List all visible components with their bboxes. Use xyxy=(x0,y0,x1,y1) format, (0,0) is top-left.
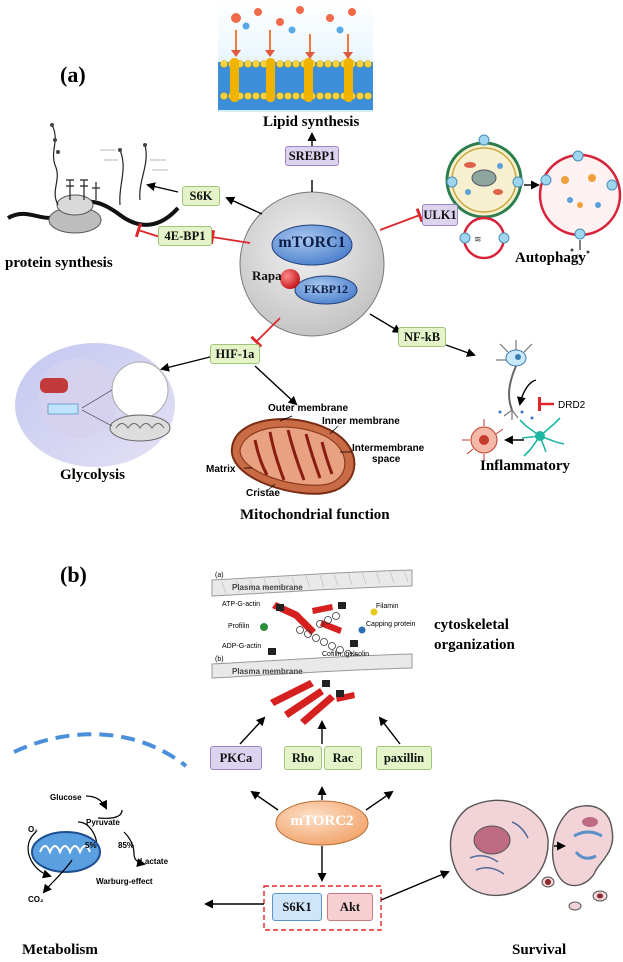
akt-node: Akt xyxy=(327,893,373,921)
s6k-node: S6K xyxy=(182,186,220,206)
inflammatory-neurons-illustration xyxy=(462,340,565,461)
nfkb-to-inflammatory-arrow xyxy=(445,344,476,357)
protein-synthesis-caption: protein synthesis xyxy=(5,255,113,271)
paxillin-node: paxillin xyxy=(376,746,432,770)
intermembrane-space-label: space xyxy=(372,454,401,465)
panel-a-label: (a) xyxy=(60,62,86,87)
warburg-effect-label: Warburg-effect xyxy=(96,877,153,886)
pct85-label: 85% xyxy=(118,841,134,850)
pkca-node: PKCa xyxy=(210,746,262,770)
pct5-label: 5% xyxy=(85,841,97,850)
4ebp1-node: 4E-BP1 xyxy=(158,226,212,246)
autophagy-illustration: ≋ xyxy=(445,134,622,260)
hub-inhibits-4ebp1 xyxy=(209,229,251,245)
profilin-label: Profilin xyxy=(228,623,250,630)
cristae-label: Cristae xyxy=(246,488,280,499)
mitochondrial-function-caption: Mitochondrial function xyxy=(240,507,390,523)
metabolism-caption: Metabolism xyxy=(22,942,98,958)
lactate-label: Lactate xyxy=(140,857,169,866)
4ebp1-inhibits-protein xyxy=(134,223,161,238)
srebp1-node: SREBP1 xyxy=(285,146,339,166)
warburg-illustration xyxy=(13,732,188,894)
cofilin-gelsolin-label: Cofilin, gelsolin xyxy=(322,651,369,658)
plasma-membrane-label-a: Plasma membrane xyxy=(232,583,303,592)
glycolysis-cell-illustration xyxy=(15,343,175,467)
adp-g-actin-label: ADP-G-actin xyxy=(222,643,261,650)
panel-b-connectors xyxy=(204,716,450,909)
cyto-subpanel-b-label: (b) xyxy=(215,656,224,663)
hub-to-s6k-arrow xyxy=(225,196,263,215)
lipid-membrane-illustration xyxy=(218,2,373,112)
mtorc2-to-paxillin-arrow xyxy=(365,790,394,811)
pyruvate-label: Pyruvate xyxy=(86,818,120,827)
mtorc1-ellipse xyxy=(271,224,353,266)
ribosome-illustration xyxy=(6,123,180,234)
plasma-membrane-label-b: Plasma membrane xyxy=(232,667,303,676)
ulk1-node: ULK1 xyxy=(422,204,458,226)
inflammatory-caption: Inflammatory xyxy=(480,458,570,474)
rho-node: Rho xyxy=(284,746,322,770)
cytoskeleton-illustration xyxy=(211,569,413,725)
mtorc1-label: mTORC1 xyxy=(278,234,346,251)
hif1a-node: HIF-1a xyxy=(210,344,260,364)
inner-membrane-label: Inner membrane xyxy=(322,416,400,427)
filamin-label: Filamin xyxy=(376,603,399,610)
fkbp12-label: FKBP12 xyxy=(304,282,348,296)
glucose-label: Glucose xyxy=(50,793,82,802)
panel-b-label: (b) xyxy=(60,562,87,587)
s6k1-akt-container xyxy=(263,885,382,931)
mtorc2-to-pkca-arrow xyxy=(250,790,279,811)
svg-text:≋: ≋ xyxy=(474,234,482,244)
o2-label: O₂ xyxy=(28,825,38,834)
fkbp12-ellipse xyxy=(294,275,358,305)
cytoskeletal-caption-line2: organization xyxy=(434,637,515,653)
outer-membrane-label: Outer membrane xyxy=(268,403,348,414)
nfkb-node: NF-kB xyxy=(398,327,446,347)
paxillin-to-cyto-arrow xyxy=(378,716,401,745)
drd2-label: DRD2 xyxy=(558,400,586,411)
cytoskeletal-caption-line1: cytoskeletal xyxy=(434,617,509,633)
hif1a-to-mito-arrow xyxy=(254,365,298,406)
mtorc2-label: mTORC2 xyxy=(290,813,354,829)
survival-caption: Survival xyxy=(512,942,567,958)
capping-protein-label: Capping protein xyxy=(366,621,416,628)
lipid-synthesis-caption: Lipid synthesis xyxy=(263,114,360,130)
hub-inhibits-ulk1 xyxy=(379,208,424,231)
rapa-ball xyxy=(280,269,300,289)
s6k1-node: S6K1 xyxy=(272,893,322,921)
hub-inhibits-hif1a xyxy=(250,317,281,348)
co2-label: CO₂ xyxy=(28,895,44,904)
rapa-label: Rapa xyxy=(252,268,282,283)
autophagy-caption: Autophagy xyxy=(515,250,586,266)
glycolysis-caption: Glycolysis xyxy=(60,467,126,483)
intermembrane-label: Intermembrane xyxy=(352,443,425,454)
atp-g-actin-label: ATP-G-actin xyxy=(222,601,260,608)
pkca-to-cyto-arrow xyxy=(239,716,266,745)
cyto-subpanel-a-label: (a) xyxy=(215,572,224,579)
mitochondria-illustration xyxy=(230,415,356,495)
mtorc2-ellipse xyxy=(275,800,369,846)
matrix-label: Matrix xyxy=(206,464,236,475)
survival-cells-illustration xyxy=(449,799,614,911)
s6k-to-protein-arrow xyxy=(146,182,179,193)
hub-to-nfkb-arrow xyxy=(369,313,402,334)
rac-node: Rac xyxy=(324,746,362,770)
hif1a-to-glycolysis-arrow xyxy=(160,355,215,372)
to-survival-arrow xyxy=(380,870,450,901)
